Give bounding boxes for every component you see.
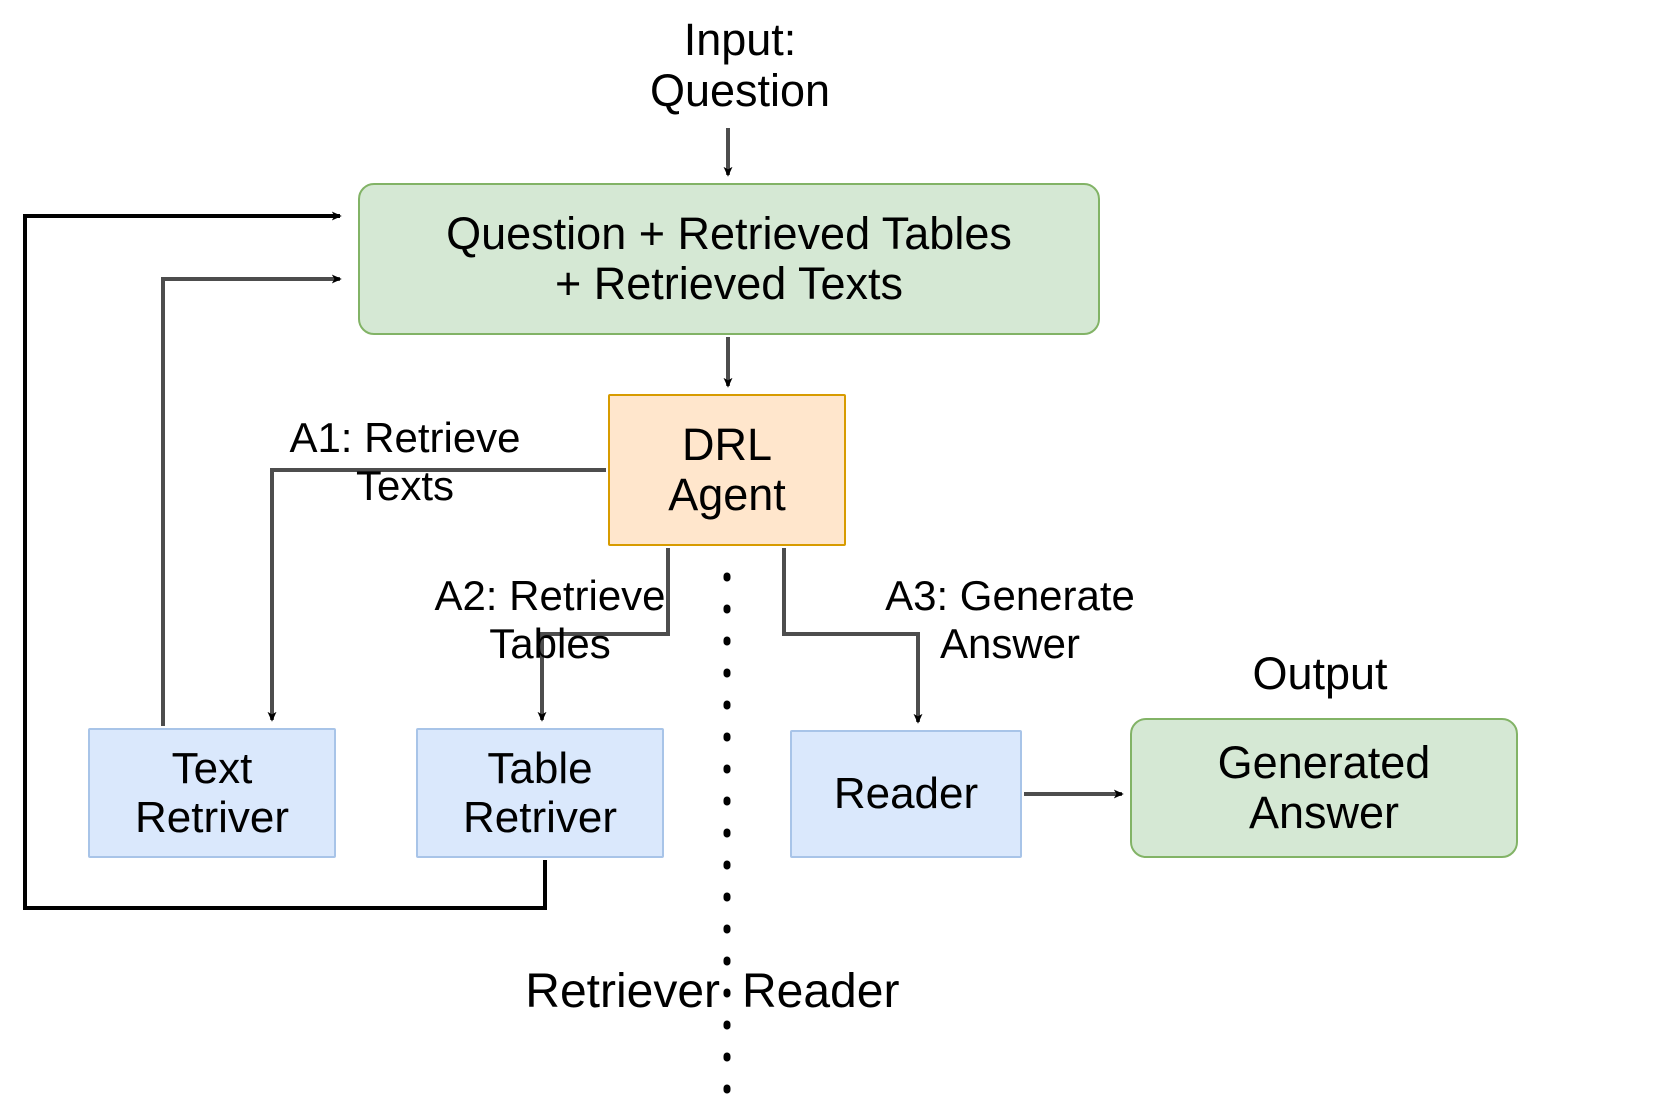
action-1-label: A1: Retrieve Texts	[289, 414, 521, 509]
node-generated-answer[interactable]: Generated Answer	[1130, 718, 1518, 858]
input-label: Input: Question	[649, 14, 831, 117]
node-table-retriever[interactable]: Table Retriver	[416, 728, 664, 858]
node-reader[interactable]: Reader	[790, 730, 1022, 858]
node-drl-agent[interactable]: DRL Agent	[608, 394, 846, 546]
output-label: Output	[1252, 648, 1388, 699]
node-text-retriever[interactable]: Text Retriver	[88, 728, 336, 858]
divider-label-retriever: Retriever	[525, 965, 720, 1018]
divider-label-reader: Reader	[742, 965, 900, 1018]
action-3-label: A3: Generate Answer	[885, 572, 1135, 667]
action-2-label: A2: Retrieve Tables	[434, 572, 666, 667]
node-question-retrieved-context[interactable]: Question + Retrieved Tables + Retrieved …	[358, 183, 1100, 335]
